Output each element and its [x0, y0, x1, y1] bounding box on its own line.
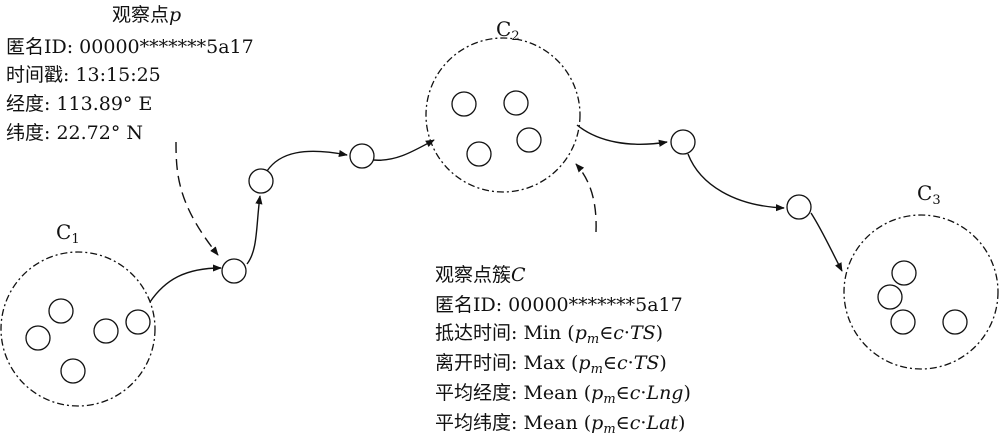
observation-point-annotation: 观察点p 匿名ID: 00000*******5a17 时间戳: 13:15:2… — [6, 4, 254, 144]
cluster-c3 — [843, 214, 999, 370]
stay-point — [503, 90, 529, 116]
observation-point-title: 观察点p — [112, 4, 181, 26]
pointer-to-cluster — [575, 163, 597, 233]
observation-point-timestamp: 时间戳: 13:15:25 — [6, 64, 161, 86]
observation-point — [248, 168, 274, 194]
cluster-label-c2: C2 — [496, 17, 520, 44]
cluster-c2-boundary — [425, 37, 581, 193]
pointer-to-observation-point — [175, 141, 219, 256]
trajectory-arrow — [246, 195, 263, 265]
stay-point — [942, 309, 968, 335]
stay-point — [93, 318, 119, 344]
stay-point — [891, 260, 917, 286]
observation-point — [670, 129, 696, 155]
stay-point — [466, 141, 492, 167]
cluster-c3-boundary — [843, 214, 999, 370]
cluster-c2 — [425, 37, 581, 193]
cluster-label-c1: C1 — [56, 220, 80, 247]
trajectory-arrow — [687, 153, 785, 212]
cluster-annotation: 观察点簇C 匿名ID: 00000*******5a17 抵达时间: Min (… — [435, 264, 691, 437]
cluster-id: 匿名ID: 00000*******5a17 — [435, 294, 683, 316]
cluster-attr-departure: 离开时间: Max (pm∈c·TS) — [435, 352, 667, 377]
cluster-attr-mean-longitude: 平均经度: Mean (pm∈c·Lng) — [435, 382, 691, 407]
observation-point-id: 匿名ID: 00000*******5a17 — [6, 36, 254, 58]
cluster-c1-boundary — [0, 251, 156, 407]
trajectory-arrow — [149, 264, 222, 303]
cluster-c1 — [0, 251, 156, 407]
cluster-attr-mean-latitude: 平均纬度: Mean (pm∈c·Lat) — [435, 412, 685, 437]
stay-point — [48, 298, 74, 324]
trajectory-arrow — [576, 124, 668, 147]
observation-point — [221, 258, 247, 284]
stay-point — [516, 127, 542, 153]
stay-point — [877, 284, 903, 310]
stay-point — [451, 91, 477, 117]
trajectory-arrow — [266, 149, 348, 172]
observation-point-longitude: 经度: 113.89° E — [6, 93, 152, 115]
stay-point — [25, 325, 51, 351]
cluster-attr-arrival: 抵达时间: Min (pm∈c·TS) — [435, 322, 663, 347]
stay-point — [890, 309, 916, 335]
trajectory-path — [149, 124, 843, 303]
observation-point — [786, 194, 812, 220]
cluster-title: 观察点簇C — [435, 264, 526, 286]
trajectory-arrow — [372, 139, 435, 161]
cluster-label-c3: C3 — [917, 181, 941, 208]
trajectory-arrow — [810, 212, 843, 272]
observation-point — [349, 143, 375, 169]
annotation-pointers — [175, 141, 597, 256]
stay-point — [60, 358, 86, 384]
stay-point — [125, 309, 151, 335]
observation-point-latitude: 纬度: 22.72° N — [6, 122, 143, 144]
